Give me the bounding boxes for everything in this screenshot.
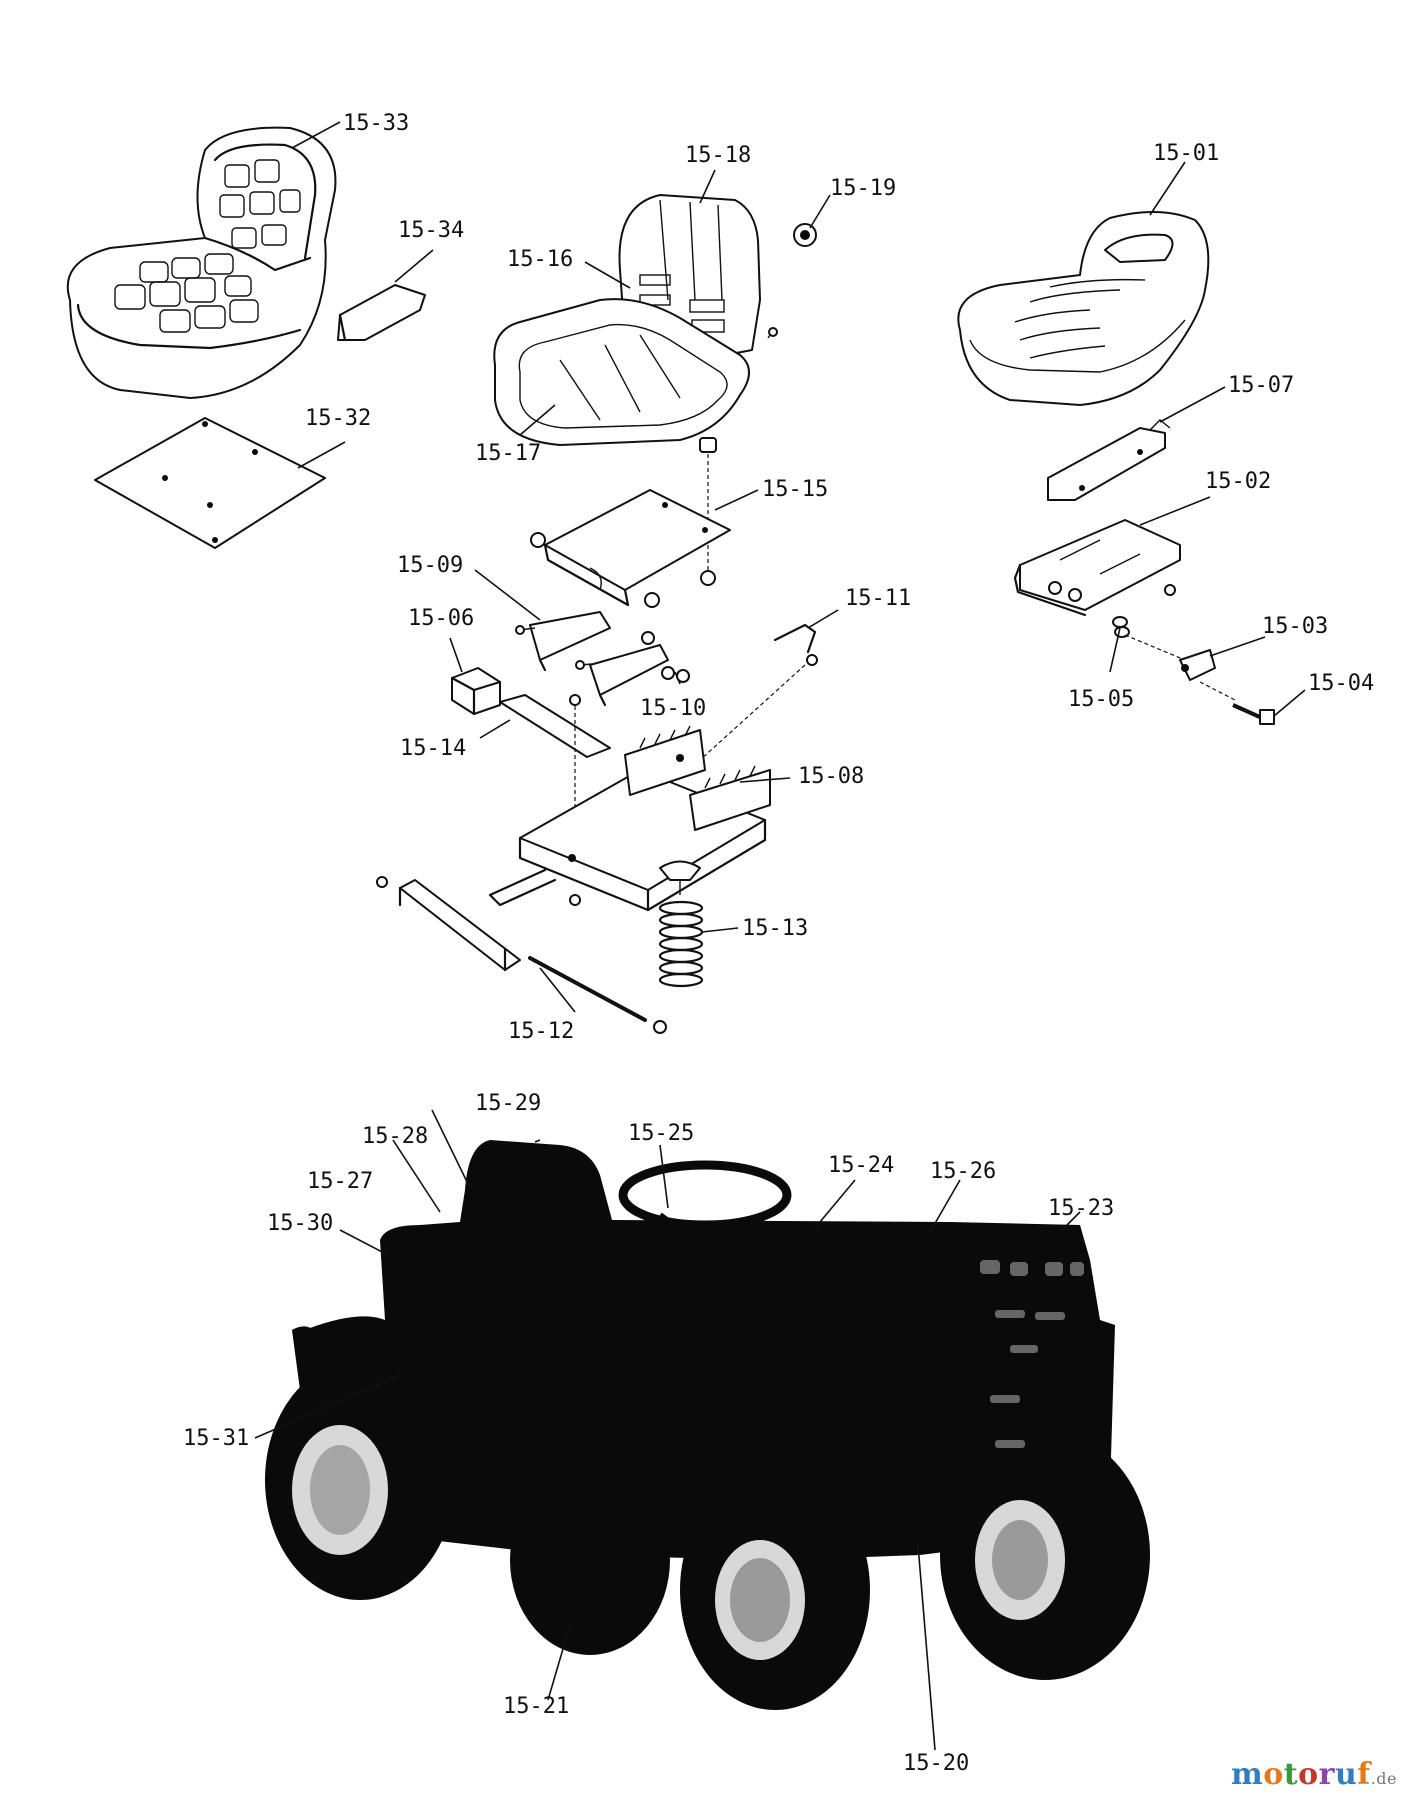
callout-15-28: 15-28 — [362, 1124, 428, 1149]
callout-labels: 15-33 15-34 15-32 15-18 15-19 15-16 15-1… — [183, 111, 1374, 1776]
callout-15-33: 15-33 — [343, 111, 409, 136]
callout-15-10: 15-10 — [640, 696, 706, 721]
callout-15-19: 15-19 — [830, 176, 896, 201]
callout-15-16: 15-16 — [507, 247, 573, 272]
callout-15-23: 15-23 — [1048, 1196, 1114, 1221]
callout-15-09: 15-09 — [397, 553, 463, 578]
callout-15-08: 15-08 — [798, 764, 864, 789]
callout-15-06: 15-06 — [408, 606, 474, 631]
callout-15-24: 15-24 — [828, 1153, 894, 1178]
callout-15-18: 15-18 — [685, 143, 751, 168]
seat-suspension-drawing — [376, 437, 818, 1034]
callout-15-12: 15-12 — [508, 1019, 574, 1044]
callout-15-03: 15-03 — [1262, 614, 1328, 639]
logo-letter: o — [1263, 1757, 1284, 1792]
callout-15-27: 15-27 — [307, 1169, 373, 1194]
seat-15-18-drawing — [493, 194, 817, 446]
logo-tld-text: .de — [1370, 1769, 1397, 1788]
callout-15-11: 15-11 — [845, 586, 911, 611]
callout-15-34: 15-34 — [398, 218, 464, 243]
logo-main-text: motoruf — [1231, 1757, 1371, 1792]
logo-letter: u — [1334, 1757, 1358, 1792]
callout-15-14: 15-14 — [400, 736, 466, 761]
callout-15-29: 15-29 — [475, 1091, 541, 1116]
callout-15-26: 15-26 — [930, 1159, 996, 1184]
callout-15-21: 15-21 — [503, 1694, 569, 1719]
part-15-34-drawing — [337, 284, 426, 342]
callout-15-13: 15-13 — [742, 916, 808, 941]
callout-15-01: 15-01 — [1153, 141, 1219, 166]
plate-15-32-drawing — [94, 417, 326, 549]
logo-letter: m — [1231, 1757, 1264, 1792]
callout-15-25: 15-25 — [628, 1121, 694, 1146]
callout-15-32: 15-32 — [305, 406, 371, 431]
tractor-drawing — [265, 1140, 1150, 1710]
callout-15-30: 15-30 — [267, 1211, 333, 1236]
seat-15-01-drawing — [957, 211, 1275, 725]
callout-15-31: 15-31 — [183, 1426, 249, 1451]
seat-15-33-drawing — [66, 126, 337, 399]
callout-15-07: 15-07 — [1228, 373, 1294, 398]
callout-15-20: 15-20 — [903, 1751, 969, 1776]
logo-letter: o — [1298, 1757, 1319, 1792]
motoruf-logo: motoruf.de — [1231, 1757, 1397, 1792]
callout-15-02: 15-02 — [1205, 469, 1271, 494]
logo-letter: r — [1318, 1757, 1335, 1792]
callout-15-05: 15-05 — [1068, 687, 1134, 712]
leader-lines — [254, 121, 1306, 1751]
callout-15-04: 15-04 — [1308, 671, 1374, 696]
logo-letter: f — [1357, 1757, 1371, 1792]
logo-letter: t — [1283, 1757, 1299, 1792]
callout-15-15: 15-15 — [762, 477, 828, 502]
callout-15-17: 15-17 — [475, 441, 541, 466]
